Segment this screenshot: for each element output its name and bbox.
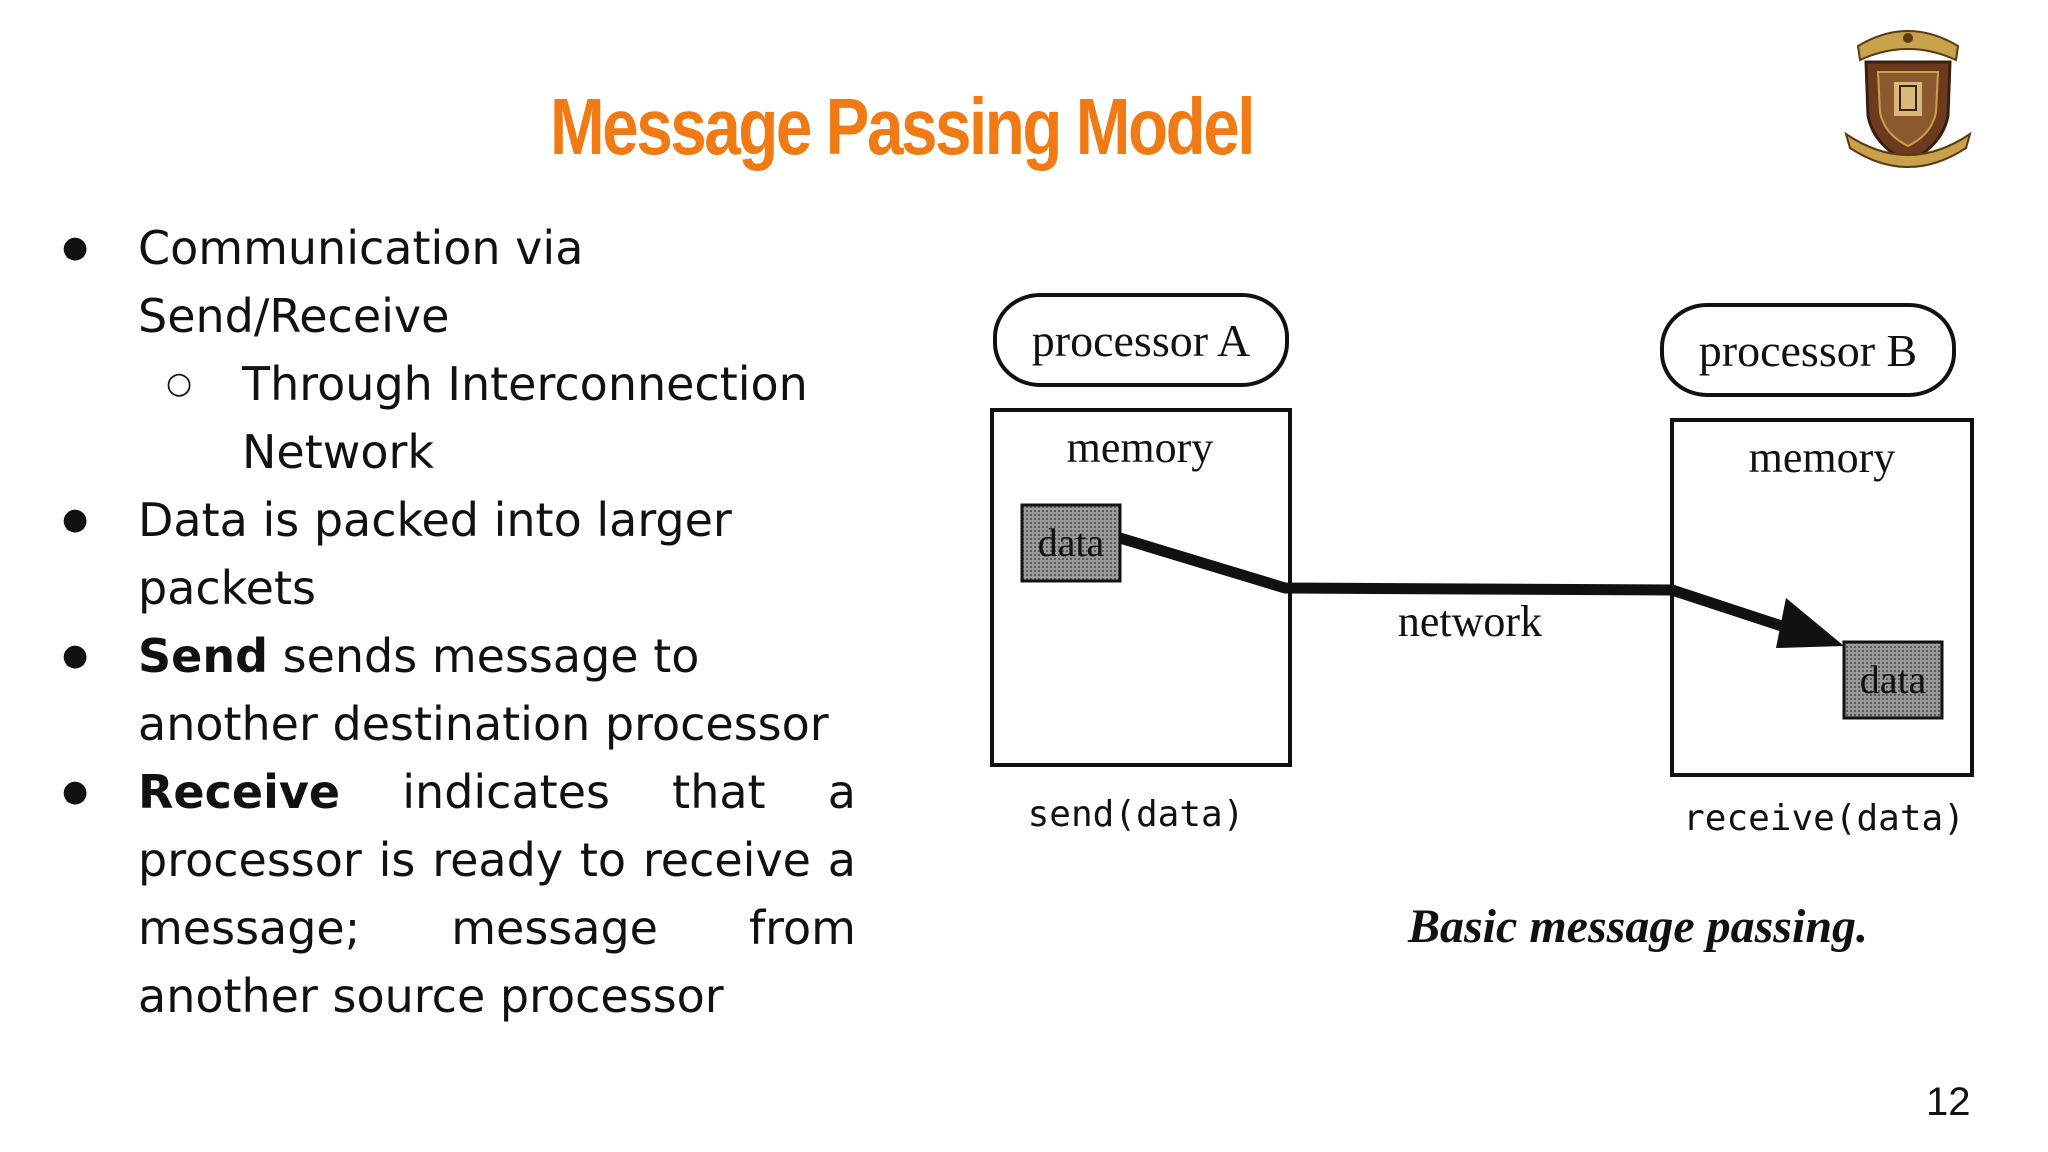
send-term: Send: [138, 629, 269, 683]
bullet-send: Send sends message to another destinatio…: [56, 622, 856, 758]
data-b-label: data: [1860, 657, 1927, 702]
send-label: send(data): [1028, 794, 1245, 835]
processor-a-box: [993, 293, 1289, 387]
receive-label: receive(data): [1683, 798, 1965, 839]
data-a-label: data: [1038, 520, 1105, 565]
network-arrowhead: [1776, 598, 1844, 648]
message-passing-diagram: processor A processor B memory memory da…: [990, 293, 1974, 953]
bullet-receive: Receive indicates that a processor is re…: [56, 758, 856, 1030]
bullet-list: Communication via Send/Receive Through I…: [56, 214, 856, 1030]
processor-b-label: processor B: [1699, 325, 1917, 376]
university-crest-icon: [1844, 30, 1972, 168]
network-arrow-line: [1118, 532, 1802, 638]
network-label: network: [1398, 597, 1542, 646]
memory-a-label: memory: [1067, 423, 1214, 472]
page-number: 12: [1926, 1080, 1971, 1124]
data-b-block: [1842, 640, 1944, 720]
processor-a-label: processor A: [1032, 315, 1250, 366]
data-a-block: [1020, 503, 1122, 583]
processor-b-box: [1660, 303, 1956, 397]
receive-term: Receive: [138, 765, 341, 819]
sub-bullet-interconnection: Through Interconnection Network: [56, 350, 856, 486]
bullet-communication: Communication via Send/Receive: [56, 214, 856, 350]
slide-title: Message Passing Model: [550, 82, 1255, 171]
diagram-caption: Basic message passing.: [1407, 900, 1868, 953]
receive-description: indicates that a processor is ready to r…: [138, 765, 856, 1023]
memory-b-label: memory: [1749, 433, 1896, 482]
send-description: sends message to another destination pro…: [138, 629, 829, 751]
bullet-data-packed: Data is packed into larger packets: [56, 486, 856, 622]
